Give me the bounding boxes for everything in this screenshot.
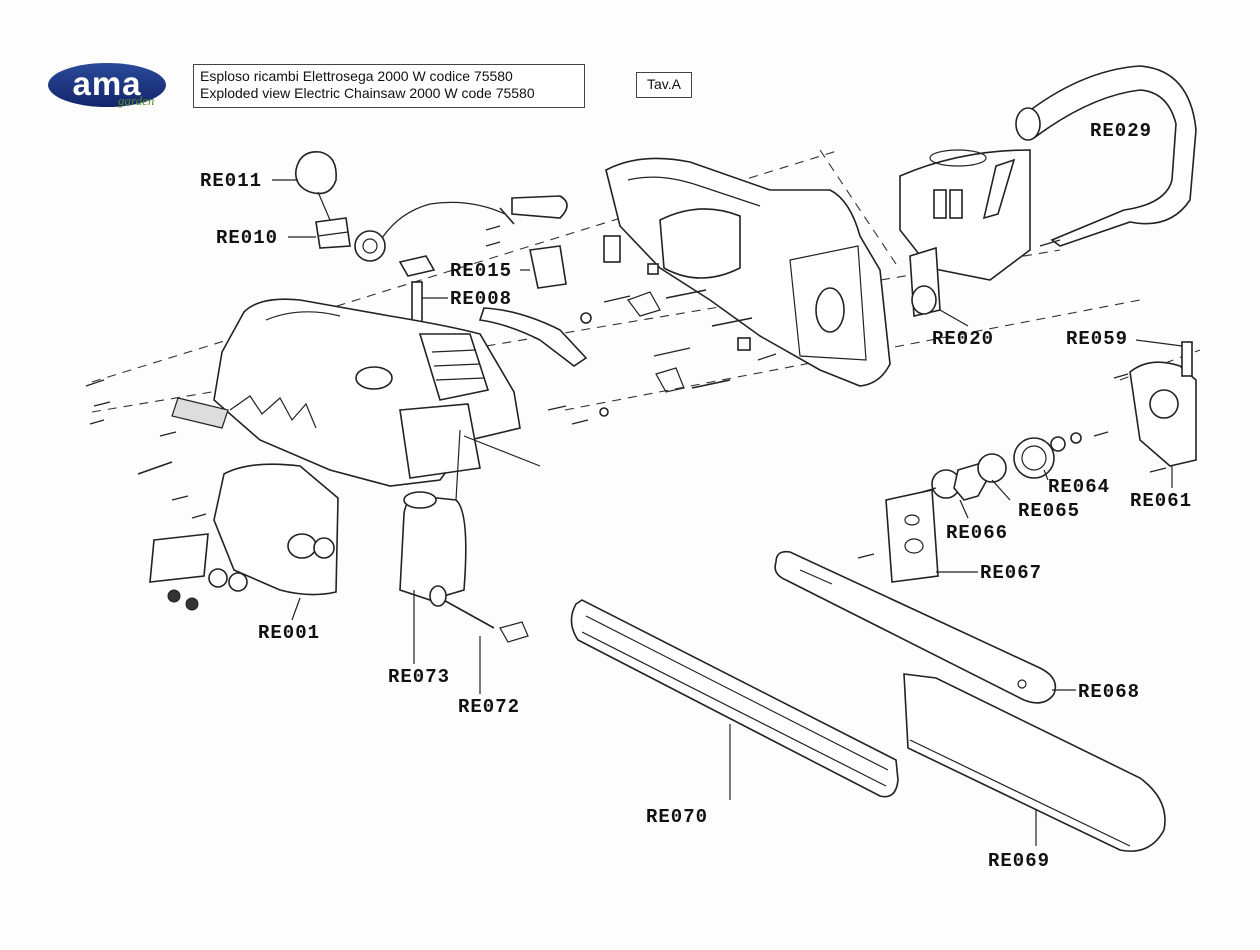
label-re008: RE008 [450, 288, 512, 310]
label-re067: RE067 [980, 562, 1042, 584]
part-re067-plate [857, 489, 939, 583]
label-re059: RE059 [1066, 328, 1128, 350]
screws-middle [485, 207, 777, 425]
logo-subtext: garden [118, 93, 155, 108]
label-re061: RE061 [1130, 490, 1192, 512]
label-re073: RE073 [388, 666, 450, 688]
part-re072-pump [429, 585, 529, 643]
label-re015: RE015 [450, 260, 512, 282]
logo-text: ama [72, 65, 142, 102]
label-re070: RE070 [646, 806, 708, 828]
label-re020: RE020 [932, 328, 994, 350]
part-labels: RE011 RE010 RE015 RE008 RE029 RE020 RE05… [200, 120, 1192, 872]
label-re072: RE072 [458, 696, 520, 718]
part-re061-bracket [1113, 341, 1197, 473]
title-box: Esploso ricambi Elettrosega 2000 W codic… [193, 64, 585, 108]
part-re001-side-cover [149, 463, 339, 611]
part-re020-handguard [899, 149, 1031, 317]
label-re010: RE010 [216, 227, 278, 249]
ama-logo: ama garden [48, 63, 168, 109]
label-re069: RE069 [988, 850, 1050, 872]
part-housing-right [605, 157, 891, 387]
logo-oval [48, 63, 166, 107]
part-re070-saw-chain [570, 599, 899, 798]
part-re010-trigger [315, 217, 351, 249]
label-re068: RE068 [1078, 681, 1140, 703]
title-english: Exploded view Electric Chainsaw 2000 W c… [200, 85, 535, 101]
side-trim [478, 307, 588, 367]
part-re011-knob [294, 151, 337, 221]
label-re064: RE064 [1048, 476, 1110, 498]
part-re068-guide-bar [774, 550, 1057, 704]
screws-left [85, 379, 207, 519]
label-re065: RE065 [1018, 500, 1080, 522]
part-housing-left [171, 298, 521, 487]
sheet-label: Tav.A [636, 72, 692, 98]
part-re073-oil-tank [399, 491, 467, 601]
part-re069-bar-cover [903, 673, 1166, 852]
part-re015-switch [398, 245, 567, 289]
label-re001: RE001 [258, 622, 320, 644]
gear-group [921, 431, 1109, 501]
leader-lines [272, 179, 1183, 846]
spring-wire [455, 429, 541, 501]
label-re066: RE066 [946, 522, 1008, 544]
label-re011: RE011 [200, 170, 262, 192]
part-re029-handle [1015, 65, 1197, 247]
title-italian: Esploso ricambi Elettrosega 2000 W codic… [200, 68, 513, 84]
label-re029: RE029 [1090, 120, 1152, 142]
power-cable [354, 195, 568, 262]
